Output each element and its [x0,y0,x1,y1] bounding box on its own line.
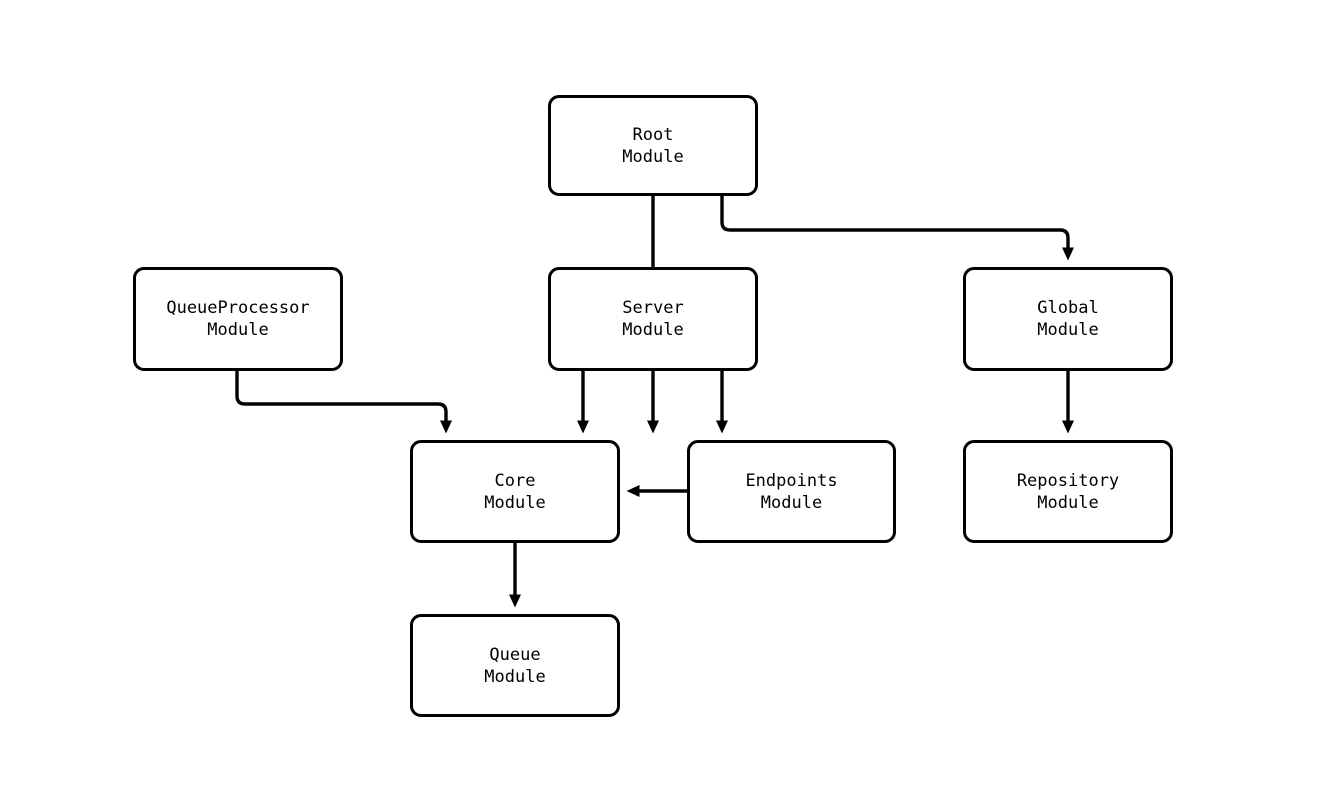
node-server-module-line2: Module [622,320,684,340]
node-queueprocessor-module-line1: QueueProcessor [166,298,310,318]
node-root-module[interactable]: Root Module [548,95,758,196]
edge-queueprocessor-to-core [235,371,452,434]
node-repository-module-line1: Repository [1016,470,1120,491]
node-global-module[interactable]: Global Module [963,267,1173,371]
node-queue-module-line2: Module [484,666,546,687]
node-core-module[interactable]: Core Module [410,440,620,543]
node-repository-module[interactable]: Repository Module [963,440,1173,543]
node-queue-module[interactable]: Queue Module [410,614,620,717]
node-queue-module-line1: Queue [489,644,541,665]
node-queueprocessor-module-line2: Module [207,320,269,340]
edge-root-to-global [720,196,1074,261]
node-global-module-line1: Global [1037,298,1099,318]
node-repository-module-line2: Module [1037,492,1099,513]
node-core-module-line2: Module [484,492,546,513]
node-core-module-line1: Core [494,470,536,491]
node-endpoints-module-line1: Endpoints [745,470,838,491]
node-server-module[interactable]: Server Module [548,267,758,371]
node-root-module-line2: Module [622,146,684,167]
node-endpoints-module-line2: Module [760,492,823,513]
node-server-module-line1: Server [622,298,684,318]
node-global-module-line2: Module [1037,320,1099,340]
node-endpoints-module[interactable]: Endpoints Module [687,440,896,543]
node-root-module-line1: Root [632,124,674,145]
node-queueprocessor-module[interactable]: QueueProcessor Module [133,267,343,371]
